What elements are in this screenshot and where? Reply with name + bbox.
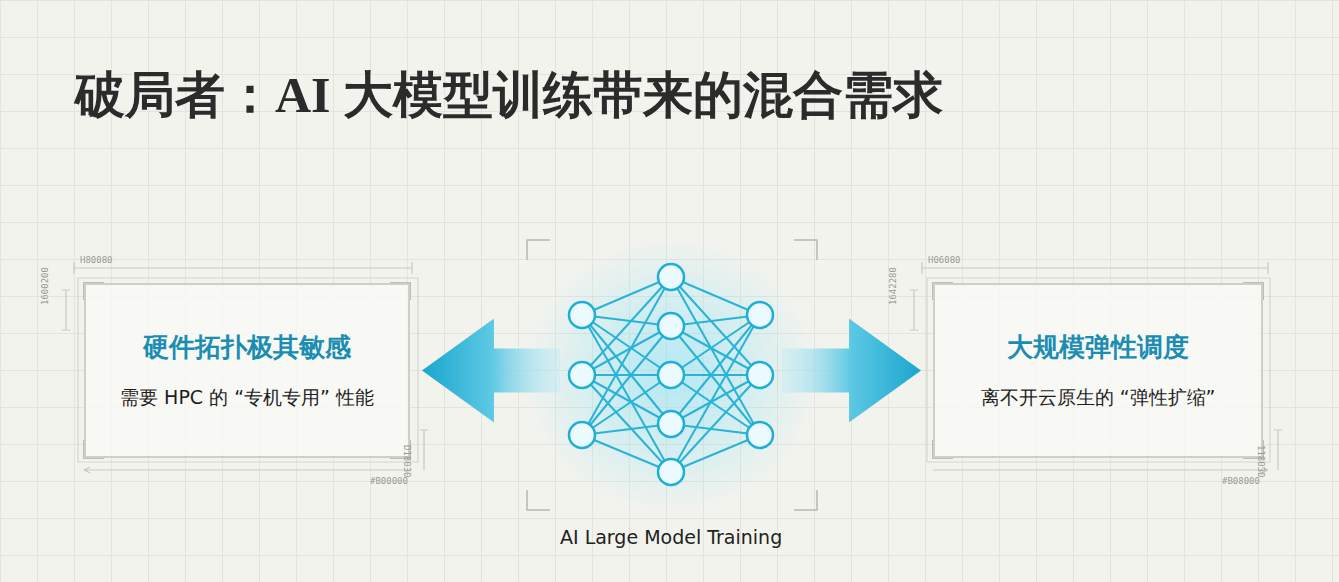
- requirement-box: 大规模弹性调度离不开云原生的 “弹性扩缩”: [933, 283, 1263, 458]
- neuron: [658, 411, 684, 437]
- neuron: [658, 362, 684, 388]
- synapse: [671, 326, 760, 375]
- frame-code: D18030: [402, 445, 412, 478]
- synapse: [582, 277, 671, 435]
- neuron: [747, 362, 773, 388]
- frame-code: #B08000: [1222, 476, 1260, 486]
- requirement-box: 硬件拓扑极其敏感需要 HPC 的 “专机专用” 性能: [84, 283, 410, 458]
- synapse: [582, 435, 671, 472]
- frame-code: H80080: [80, 255, 113, 265]
- neuron: [569, 362, 595, 388]
- synapse: [671, 326, 760, 435]
- synapse: [671, 435, 760, 472]
- box-body: 离不开云原生的 “弹性扩缩”: [981, 385, 1216, 411]
- frame-code: 1642280: [888, 267, 898, 305]
- neuron: [658, 459, 684, 485]
- synapse: [582, 315, 671, 472]
- synapse: [671, 315, 760, 424]
- synapse: [582, 277, 671, 315]
- synapse: [582, 315, 671, 424]
- synapse: [671, 315, 760, 472]
- synapse: [671, 277, 760, 315]
- glow: [521, 235, 821, 515]
- synapse: [582, 375, 671, 424]
- box-heading: 大规模弹性调度: [1007, 330, 1189, 365]
- synapse: [582, 326, 671, 375]
- frame-code: #B00000: [370, 476, 408, 486]
- frame-code: H06080: [928, 255, 961, 265]
- neuron: [658, 313, 684, 339]
- neuron: [747, 422, 773, 448]
- neuron: [569, 302, 595, 328]
- tech-frame: [62, 240, 1282, 510]
- neuron: [747, 302, 773, 328]
- neural-network-icon: [560, 258, 782, 508]
- box-body: 需要 HPC 的 “专机专用” 性能: [120, 385, 374, 411]
- box-heading: 硬件拓扑极其敏感: [143, 330, 351, 365]
- slide-title: 破局者：AI 大模型训练带来的混合需求: [75, 62, 943, 129]
- network-node: AI Large Model Training: [560, 258, 782, 548]
- network-caption: AI Large Model Training: [560, 526, 782, 548]
- neuron: [658, 264, 684, 290]
- neuron: [569, 422, 595, 448]
- frame-code: 1600200: [40, 267, 50, 305]
- synapse: [671, 375, 760, 424]
- synapse: [582, 326, 671, 435]
- synapse: [671, 277, 760, 435]
- frame-code: 118030: [1256, 445, 1266, 478]
